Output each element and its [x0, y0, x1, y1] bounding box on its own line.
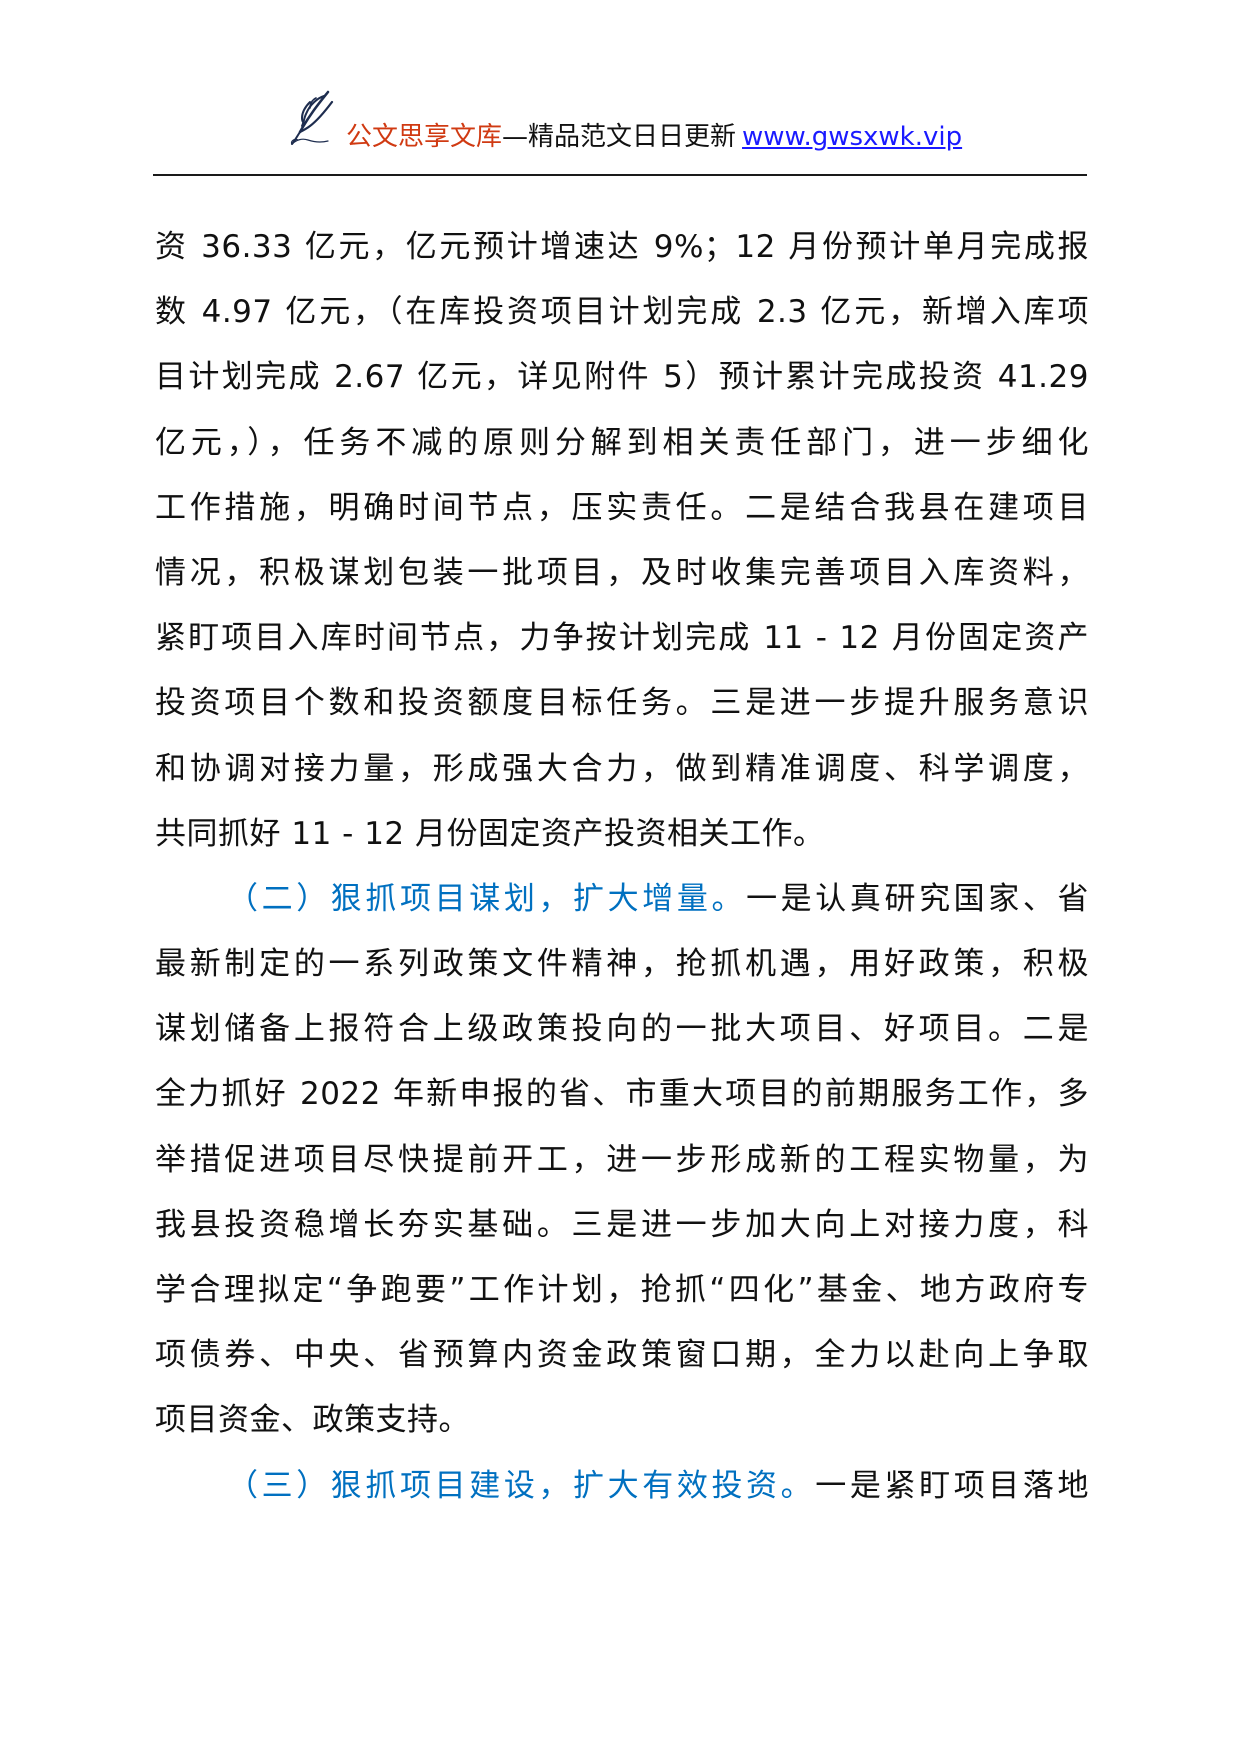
tagline: —精品范文日日更新	[502, 122, 737, 152]
text-run: 一是认真研究国家、省	[746, 880, 1089, 917]
text-line: 紧盯项目入库时间节点，力争按计划完成 11 - 12 月份固定资产	[155, 620, 1089, 657]
text-line: 举措促进项目尽快提前开工，进一步形成新的工程实物量，为	[155, 1141, 1089, 1178]
text-line: 项目资金、政策支持。	[155, 1402, 470, 1439]
header-divider	[153, 174, 1087, 176]
text-line: 学合理拟定“争跑要”工作计划，抢抓“四化”基金、地方政府专	[155, 1272, 1089, 1308]
section-heading-line: （三）狠抓项目建设，扩大有效投资。一是紧盯项目落地	[155, 1454, 1089, 1519]
brand-name: 公文思享文库	[346, 122, 503, 152]
site-link[interactable]: www.gwsxwk.vip	[742, 122, 963, 152]
paragraph-2: （二）狠抓项目谋划，扩大增量。一是认真研究国家、省 最新制定的一系列政策文件精神…	[155, 867, 1089, 1454]
text-line: 数 4.97 亿元，（在库投资项目计划完成 2.3 亿元，新增入库项	[155, 294, 1089, 331]
text-line: 亿元，），任务不减的原则分解到相关责任部门，进一步细化	[155, 424, 1089, 461]
text-line: 工作措施，明确时间节点，压实责任。二是结合我县在建项目	[155, 489, 1089, 526]
quill-feather-icon	[290, 90, 334, 145]
text-line: 目计划完成 2.67 亿元，详见附件 5）预计累计完成投资 41.29	[155, 359, 1089, 396]
text-line: 和协调对接力量，形成强大合力，做到精准调度、科学调度，	[155, 750, 1089, 787]
text-line: 情况，积极谋划包装一批项目，及时收集完善项目入库资料，	[155, 554, 1089, 591]
text-run: 一是紧盯项目落地	[815, 1467, 1090, 1504]
section-heading-line: （二）狠抓项目谋划，扩大增量。一是认真研究国家、省	[155, 867, 1089, 932]
paragraph-1: 资 36.33 亿元，亿元预计增速达 9%；12 月份预计单月完成报 数 4.9…	[155, 215, 1089, 867]
text-line: 我县投资稳增长夯实基础。三是进一步加大向上对接力度，科	[155, 1206, 1089, 1243]
text-line: 项债券、中央、省预算内资金政策窗口期，全力以赴向上争取	[155, 1337, 1089, 1374]
document-body: 资 36.33 亿元，亿元预计增速达 9%；12 月份预计单月完成报 数 4.9…	[155, 215, 1089, 1519]
text-line: 最新制定的一系列政策文件精神，抢抓机遇，用好政策，积极	[155, 946, 1089, 983]
paragraph-3: （三）狠抓项目建设，扩大有效投资。一是紧盯项目落地	[155, 1454, 1089, 1519]
text-line: 全力抓好 2022 年新申报的省、市重大项目的前期服务工作，多	[155, 1076, 1089, 1113]
text-line: 投资项目个数和投资额度目标任务。三是进一步提升服务意识	[155, 685, 1089, 722]
section-heading: （二）狠抓项目谋划，扩大增量。	[227, 880, 747, 917]
text-line: 资 36.33 亿元，亿元预计增速达 9%；12 月份预计单月完成报	[155, 229, 1089, 265]
text-line: 谋划储备上报符合上级政策投向的一批大项目、好项目。二是	[155, 1011, 1089, 1048]
section-heading: （三）狠抓项目建设，扩大有效投资。	[227, 1467, 816, 1504]
text-line: 共同抓好 11 - 12 月份固定资产投资相关工作。	[155, 815, 825, 852]
